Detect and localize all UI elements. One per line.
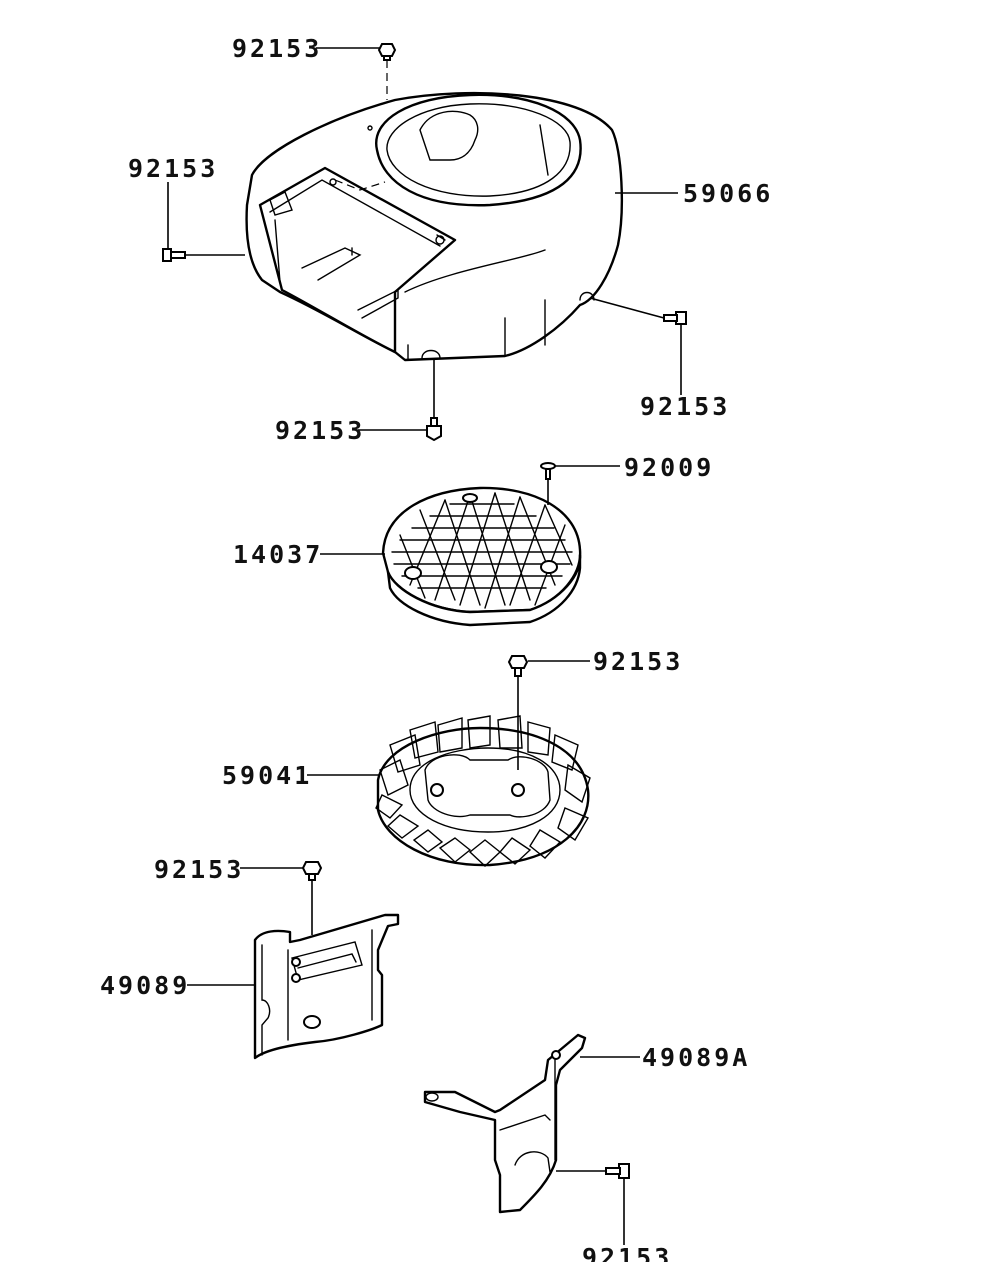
callout-plate-a-bolt: 92153 bbox=[582, 1243, 672, 1262]
callout-plate-bolt: 92153 bbox=[154, 855, 244, 884]
fan-bolt-icon bbox=[507, 655, 529, 677]
baffle-plate-a bbox=[423, 1033, 587, 1214]
cooling-fan bbox=[375, 715, 591, 867]
callout-fan: 59041 bbox=[222, 761, 312, 790]
callout-bolt-bottom: 92153 bbox=[275, 416, 365, 445]
callout-shroud: 59066 bbox=[683, 179, 773, 208]
callout-screw: 92009 bbox=[624, 453, 714, 482]
screw-icon bbox=[540, 462, 556, 480]
plate-bolt-icon bbox=[301, 861, 323, 881]
baffle-plate bbox=[253, 913, 400, 1060]
callout-plate: 49089 bbox=[100, 971, 190, 1000]
rotating-screen bbox=[381, 486, 582, 627]
callout-fan-bolt: 92153 bbox=[593, 647, 683, 676]
plate-a-bolt-icon bbox=[605, 1163, 630, 1179]
bolt-bottom-icon bbox=[426, 417, 442, 442]
callout-screen: 14037 bbox=[233, 540, 323, 569]
fan-blades bbox=[375, 715, 591, 867]
callout-bolt-top: 92153 bbox=[232, 34, 322, 63]
bolt-left-icon bbox=[162, 248, 186, 262]
bolt-top-icon bbox=[377, 43, 397, 61]
blower-housing bbox=[245, 91, 624, 362]
callout-plate-a: 49089A bbox=[642, 1043, 750, 1072]
callout-bolt-left: 92153 bbox=[128, 154, 218, 183]
bolt-right-icon bbox=[663, 311, 687, 325]
callout-bolt-right: 92153 bbox=[640, 392, 730, 421]
